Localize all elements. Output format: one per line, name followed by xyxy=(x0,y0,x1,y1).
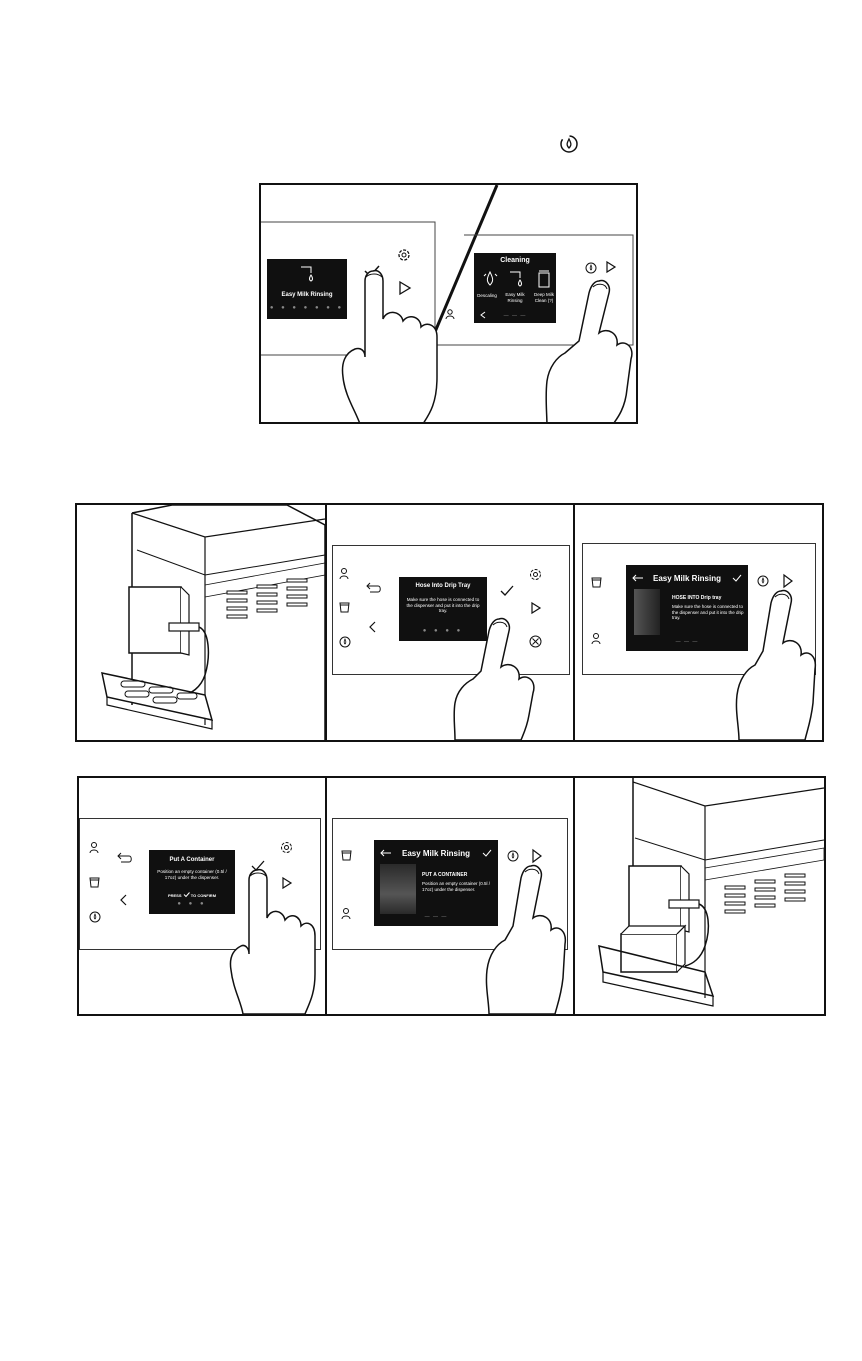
screen-body: Make sure the hose is connected to the d… xyxy=(406,597,480,614)
user-icon[interactable] xyxy=(445,309,455,320)
cup-icon[interactable] xyxy=(591,576,603,588)
cleaning-item-descaling[interactable]: Descaling xyxy=(477,293,497,298)
step1-illustration: Easy Milk Rinsing ● ● ● ● ● ● ● Cleaning… xyxy=(259,183,638,424)
cup-icon[interactable] xyxy=(341,849,353,861)
rinse-cycle-icon xyxy=(560,135,578,153)
hand-icon xyxy=(485,864,567,1014)
back-arrow-icon[interactable] xyxy=(632,574,644,582)
hand-icon xyxy=(545,279,633,422)
milk-drop-icon[interactable] xyxy=(508,270,524,288)
column-divider xyxy=(573,778,575,1014)
cancel-icon[interactable] xyxy=(529,635,542,648)
step2-illustration: Hose Into Drip Tray Make sure the hose i… xyxy=(75,503,824,742)
back-icon[interactable] xyxy=(117,852,133,864)
play-icon[interactable] xyxy=(282,876,293,890)
screen-cleaning-menu: Cleaning Descaling Easy Milk Rinsing Dee… xyxy=(474,253,556,323)
page-dots: ● ● ● ● ● ● ● xyxy=(269,305,345,311)
machine-thumbnail xyxy=(380,864,416,914)
back-icon[interactable] xyxy=(366,582,382,594)
screen-heading: PUT A CONTAINER xyxy=(422,872,468,878)
column-divider xyxy=(573,505,575,740)
cup-icon[interactable] xyxy=(89,876,101,888)
cleaning-item-deep-milk-clean[interactable]: Deep Milk Clean (?) xyxy=(533,292,554,303)
play-icon[interactable] xyxy=(532,848,542,864)
milk-drop-icon xyxy=(301,266,313,282)
user-icon[interactable] xyxy=(89,842,99,854)
user-icon[interactable] xyxy=(591,633,601,645)
back-arrow-icon[interactable] xyxy=(380,849,392,857)
step3-illustration: Put A Container Position an empty contai… xyxy=(77,776,826,1016)
confirm-hint: PRESS TO CONFIRM xyxy=(149,892,235,898)
rinse-icon[interactable] xyxy=(89,911,101,923)
cleaning-item-easy-milk-rinsing[interactable]: Easy Milk Rinsing xyxy=(505,292,525,303)
play-icon[interactable] xyxy=(399,280,412,296)
screen-title: Hose Into Drip Tray xyxy=(415,583,471,589)
machine-thumbnail xyxy=(634,589,660,635)
rinse-icon[interactable] xyxy=(339,636,351,648)
hand-icon xyxy=(341,269,438,422)
cup-icon[interactable] xyxy=(339,601,351,613)
rinse-icon[interactable] xyxy=(585,262,597,274)
hand-icon xyxy=(229,868,316,1014)
screen-easy-milk-rinsing-hose: Easy Milk Rinsing HOSE INTO Drip tray Ma… xyxy=(626,565,748,651)
cleaning-title: Cleaning xyxy=(500,257,530,264)
page-dashes: — — — xyxy=(424,914,448,920)
confirm-suffix: TO CONFIRM xyxy=(190,893,217,898)
confirm-prefix: PRESS xyxy=(167,893,182,898)
chevron-left-icon[interactable] xyxy=(480,311,486,319)
column-divider xyxy=(325,778,327,1014)
coffee-machine-with-container xyxy=(598,778,824,1007)
page-dashes: — — — xyxy=(503,313,527,319)
check-icon[interactable] xyxy=(500,585,514,597)
rinse-icon[interactable] xyxy=(757,575,769,587)
check-icon[interactable] xyxy=(732,574,742,582)
settings-icon[interactable] xyxy=(529,568,542,581)
user-icon[interactable] xyxy=(341,908,351,920)
hand-icon xyxy=(453,617,535,740)
screen-body: Position an empty container (0.5l / 17oz… xyxy=(157,869,227,880)
screen-title: Put A Container xyxy=(169,857,215,863)
screen-hose-into-drip-tray: Hose Into Drip Tray Make sure the hose i… xyxy=(399,577,487,641)
screen-title: Easy Milk Rinsing xyxy=(401,849,471,858)
screen-easy-milk-rinsing-container: Easy Milk Rinsing PUT A CONTAINER Positi… xyxy=(374,840,498,926)
page-dots: ● ● ● xyxy=(177,901,207,907)
column-divider xyxy=(325,505,327,740)
settings-icon[interactable] xyxy=(397,248,411,262)
hand-icon xyxy=(735,589,817,740)
easy-milk-rinsing-label: Easy Milk Rinsing xyxy=(281,292,333,298)
check-icon[interactable] xyxy=(482,849,492,857)
coffee-machine-drawing xyxy=(101,505,326,740)
screen-easy-milk-rinsing[interactable]: Easy Milk Rinsing ● ● ● ● ● ● ● xyxy=(267,259,347,319)
screen-heading: HOSE INTO Drip tray xyxy=(672,595,722,601)
milk-jug-icon[interactable] xyxy=(536,269,552,289)
page-dots: ● ● ● ● xyxy=(422,628,464,634)
settings-icon[interactable] xyxy=(280,841,293,854)
screen-title: Easy Milk Rinsing xyxy=(652,574,722,583)
screen-put-a-container: Put A Container Position an empty contai… xyxy=(149,850,235,914)
play-icon[interactable] xyxy=(783,573,793,589)
play-icon[interactable] xyxy=(606,260,617,274)
play-icon[interactable] xyxy=(531,601,542,615)
screen-body: Position an empty container (0.5l / 17oz… xyxy=(422,881,491,892)
chevron-left-icon[interactable] xyxy=(369,621,377,633)
rinse-icon[interactable] xyxy=(507,850,519,862)
user-icon[interactable] xyxy=(339,568,349,580)
check-icon xyxy=(183,892,190,898)
chevron-left-icon[interactable] xyxy=(120,894,128,906)
descaling-icon[interactable] xyxy=(482,270,498,288)
page-dashes: — — — xyxy=(675,639,699,645)
screen-body: Make sure the hose is connected to the d… xyxy=(672,604,744,621)
